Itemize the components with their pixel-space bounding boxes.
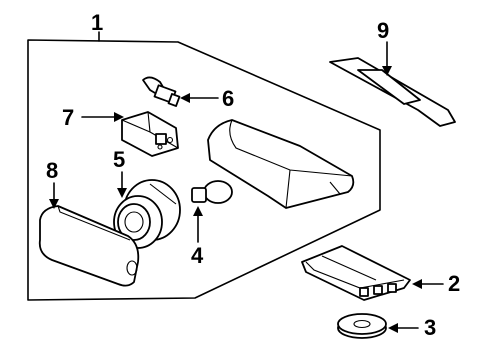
- callout-3-label: 3: [424, 315, 436, 340]
- part-7-socket: [121, 111, 179, 157]
- callout-6-label: 6: [222, 86, 234, 111]
- callout-7-label: 7: [62, 105, 74, 130]
- callout-7-arrowhead: [114, 112, 124, 122]
- callout-5-label: 5: [113, 147, 125, 172]
- part-2-bracket: [301, 245, 411, 301]
- part-4-bulb: [191, 180, 233, 204]
- callout-2-label: 2: [448, 271, 460, 296]
- callout-4-arrowhead: [193, 206, 203, 216]
- assembly-boundary: [27, 39, 381, 301]
- callout-5-arrowhead: [117, 188, 127, 198]
- callout-2-arrowhead: [412, 279, 422, 289]
- part-9-gasket: [329, 57, 456, 127]
- callout-8-label: 8: [46, 158, 58, 183]
- part-6-bulb: [142, 76, 181, 107]
- lamp-housing: [207, 119, 355, 209]
- callout-6-arrowhead: [180, 93, 190, 103]
- callout-8-arrowhead: [49, 199, 59, 209]
- callout-9-arrowhead: [382, 66, 392, 76]
- callout-4-label: 4: [191, 243, 204, 268]
- part-3-grommet: [337, 313, 387, 339]
- callout-3-arrowhead: [388, 323, 398, 333]
- callout-9-label: 9: [377, 18, 389, 43]
- part-8-lens: [38, 205, 140, 287]
- callout-1-label: 1: [91, 10, 103, 35]
